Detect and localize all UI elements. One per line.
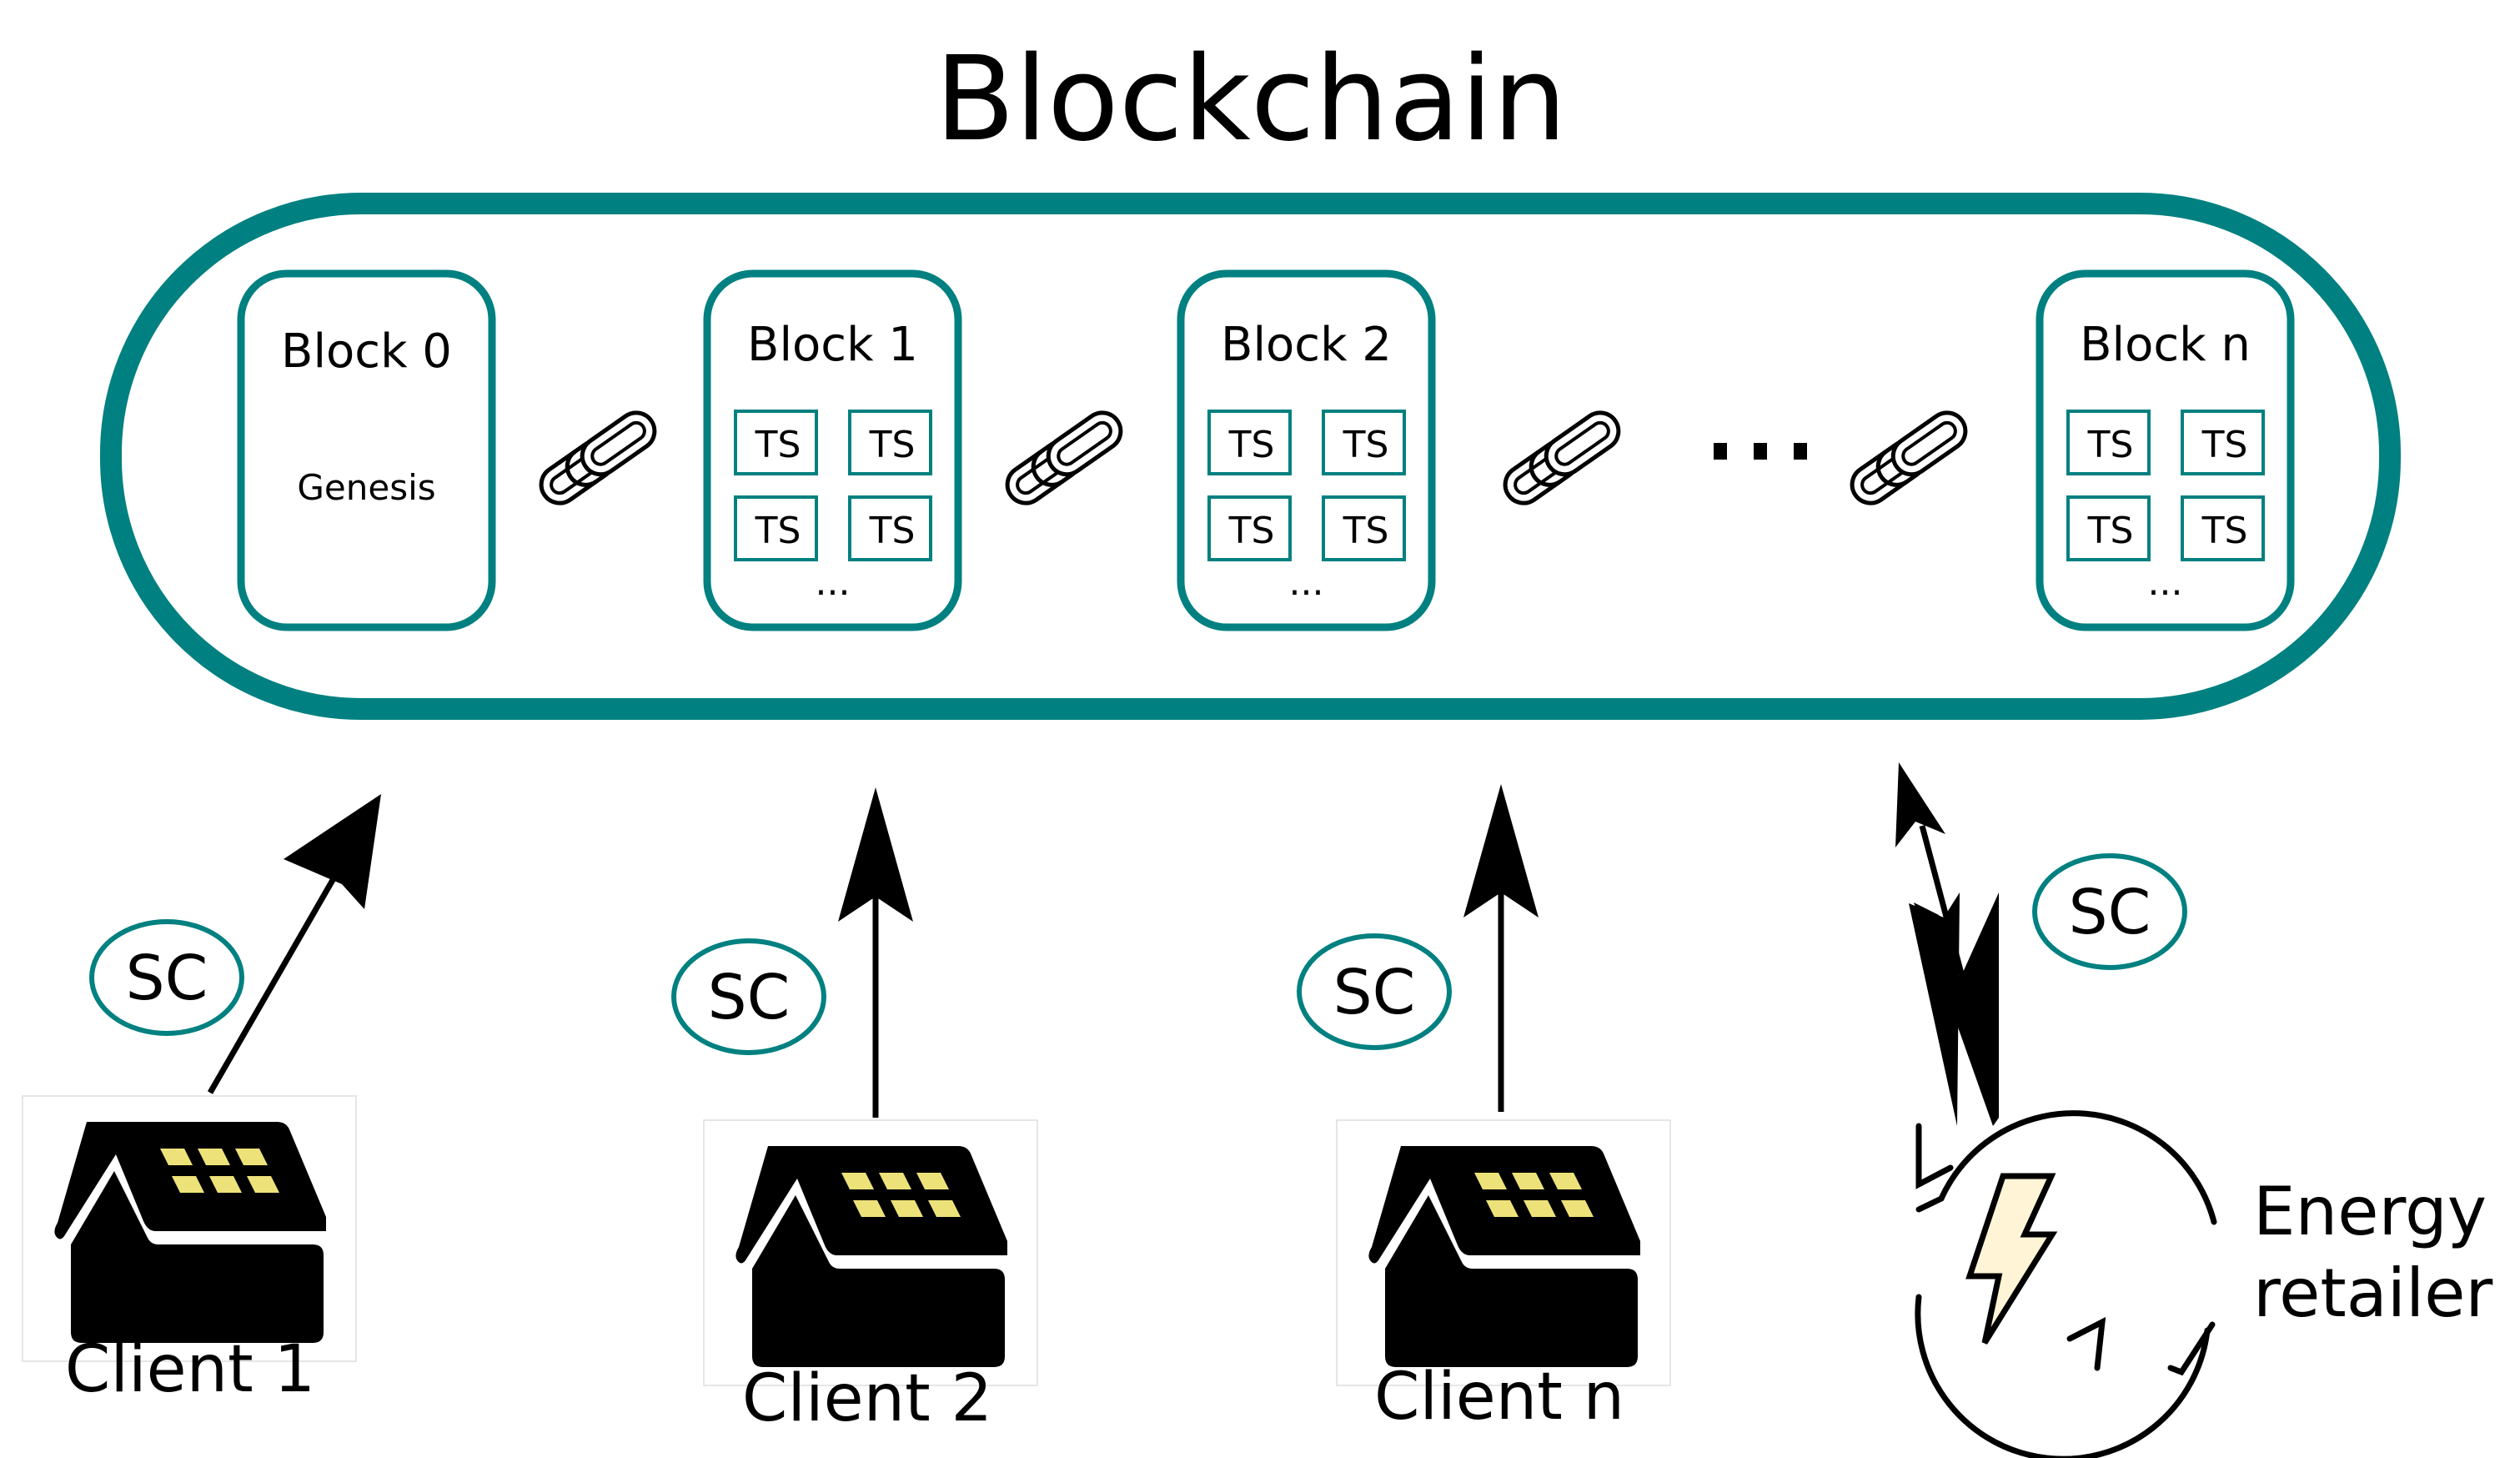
diagram-title: Blockchain — [935, 32, 1567, 168]
client-1-arrow — [207, 794, 381, 1094]
retailer-contract-badge: SC — [2032, 853, 2187, 970]
transaction-label: TS — [1228, 424, 1275, 466]
block-label: Block 1 — [747, 318, 918, 372]
transaction-label: TS — [2201, 424, 2248, 466]
block-3: Block n TS TS TS TS... — [2036, 269, 2295, 631]
transaction-box: TS — [2181, 410, 2265, 475]
client-1-house-icon — [22, 1095, 357, 1362]
transaction-label: TS — [2201, 510, 2248, 552]
more-transactions-ellipsis: ... — [1289, 561, 1324, 604]
blocks-layer: Block 0 Genesis Block 1 TS TS TS TS... Block 2 T… — [237, 269, 2295, 631]
transaction-box: TS — [734, 410, 818, 475]
block-2: Block 2 TS TS TS TS... — [1177, 269, 1436, 631]
chain-link-icon — [534, 405, 661, 510]
contract-label: SC — [126, 943, 208, 1014]
transaction-box: TS — [848, 495, 932, 561]
transaction-box: TS — [2066, 410, 2151, 475]
client-2-arrow — [838, 787, 913, 1118]
block-label: Block 0 — [281, 324, 452, 379]
transaction-label: TS — [1228, 510, 1275, 552]
block-label: Block n — [2080, 318, 2251, 372]
transaction-box: TS — [2181, 495, 2265, 561]
transaction-box: TS — [848, 410, 932, 475]
transaction-label: TS — [2087, 510, 2134, 552]
client-2-label: Client 2 — [742, 1361, 992, 1436]
transaction-label: TS — [755, 424, 801, 466]
transaction-label: TS — [1343, 424, 1389, 466]
block-subtitle: Genesis — [297, 467, 435, 508]
retailer-label-line2: retailer — [2253, 1254, 2492, 1332]
client-2-house-icon — [703, 1119, 1038, 1386]
client-n-house-icon — [1336, 1119, 1671, 1386]
transaction-box: TS — [1207, 495, 1292, 561]
chain-link-icon — [1845, 405, 1972, 510]
block-label: Block 2 — [1221, 318, 1392, 372]
chain-link-icon — [1000, 405, 1127, 510]
transaction-label: TS — [2087, 424, 2134, 466]
block-frame — [237, 269, 496, 631]
contract-label: SC — [1333, 957, 1416, 1028]
retailer-bidirectional-arrow — [1895, 762, 1999, 1126]
client-n-contract-badge: SC — [1297, 933, 1452, 1050]
transaction-box: TS — [1207, 410, 1292, 475]
transaction-label: TS — [869, 424, 916, 466]
transaction-box: TS — [1322, 495, 1406, 561]
block-0: Block 0 Genesis — [237, 269, 496, 631]
transaction-label: TS — [1343, 510, 1389, 552]
transaction-box: TS — [1322, 410, 1406, 475]
transaction-label: TS — [869, 510, 916, 552]
client-2-contract-badge: SC — [671, 938, 826, 1055]
client-1-contract-badge: SC — [89, 919, 244, 1036]
transaction-label: TS — [755, 510, 801, 552]
chain-ellipsis — [1714, 443, 1807, 460]
contract-label: SC — [708, 962, 791, 1033]
more-transactions-ellipsis: ... — [2148, 561, 2183, 604]
contract-label: SC — [2069, 877, 2151, 948]
transaction-box: TS — [2066, 495, 2151, 561]
energy-retailer-icon — [1915, 1110, 2217, 1458]
more-transactions-ellipsis: ... — [816, 561, 851, 604]
blockchain-container — [100, 193, 2401, 720]
block-1: Block 1 TS TS TS TS... — [703, 269, 962, 631]
chain-link-icon — [1498, 405, 1625, 510]
lightning-bolt-icon — [1965, 1173, 2058, 1345]
transaction-box: TS — [734, 495, 818, 561]
client-n-label: Client n — [1374, 1360, 1624, 1435]
client-1-label: Client 1 — [65, 1332, 315, 1407]
refresh-cycle-icon — [1915, 1110, 2217, 1458]
retailer-label-line1: Energy — [2253, 1173, 2487, 1250]
client-n-arrow — [1463, 784, 1539, 1112]
